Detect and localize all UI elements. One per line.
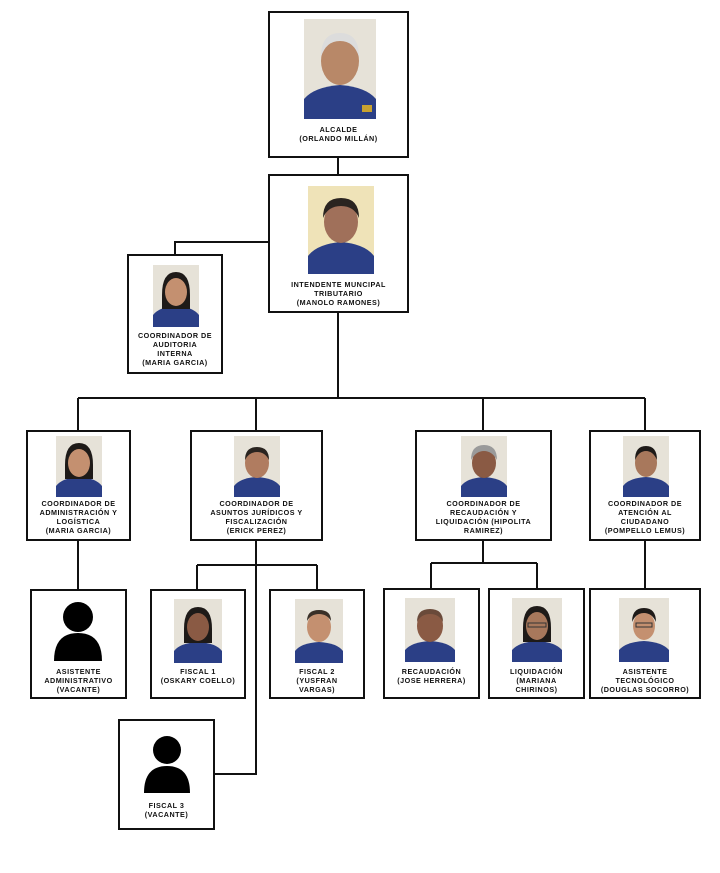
- juridicos-title-1: COORDINADOR DE: [219, 499, 294, 508]
- node-alcalde: ALCALDE (ORLANDO MILLÁN): [268, 11, 409, 158]
- intendente-name: (MANOLO RAMONES): [296, 298, 381, 307]
- administracion-title-1: COORDINADOR DE: [41, 499, 116, 508]
- node-liquidacion: LIQUIDACIÓN (MARIANA CHIRINOS): [488, 588, 585, 699]
- alcalde-title: ALCALDE: [319, 125, 358, 134]
- photo-icon: [623, 436, 669, 497]
- asistente-admin-label: ASISTENTE ADMINISTRATIVO (VACANTE): [32, 667, 125, 694]
- node-fiscal2: FISCAL 2 (YUSFRAN VARGAS): [269, 589, 365, 699]
- recaudacion-coord-title-2: RECAUDACIÓN Y: [449, 508, 518, 517]
- alcalde-name: (ORLANDO MILLÁN): [299, 134, 378, 143]
- photo-icon: [295, 599, 343, 663]
- atencion-name: (POMPELLO LEMUS): [604, 526, 686, 535]
- connector-juridicos-fiscal3: [214, 565, 257, 775]
- recaudacion-coord-name: RAMIREZ): [463, 526, 504, 535]
- fiscal2-title: FISCAL 2: [299, 667, 335, 676]
- asistente-tec-name: (DOUGLAS SOCORRO): [600, 685, 690, 694]
- photo-icon: [461, 436, 507, 497]
- node-fiscal1: FISCAL 1 (OSKARY COELLO): [150, 589, 246, 699]
- liquidacion-name-1: (MARIANA: [516, 676, 557, 685]
- fiscal2-name-2: VARGAS): [298, 685, 336, 694]
- fiscal2-label: FISCAL 2 (YUSFRAN VARGAS): [271, 667, 363, 694]
- auditoria-title-1: COORDINADOR DE: [137, 331, 213, 340]
- administracion-label: COORDINADOR DE ADMINISTRACIÓN Y LOGÍSTIC…: [28, 499, 129, 535]
- administracion-title-3: LOGÍSTICA: [56, 517, 101, 526]
- photo-icon: [619, 598, 669, 662]
- fiscal1-title: FISCAL 1: [180, 667, 216, 676]
- asistente-tec-title-2: TECNOLÓGICO: [615, 676, 675, 685]
- photo-icon: [56, 436, 102, 497]
- fiscal3-title: FISCAL 3: [148, 801, 185, 810]
- photo-icon: [174, 599, 222, 663]
- person-silhouette-icon: [142, 733, 192, 793]
- photo-icon: [405, 598, 455, 662]
- juridicos-name: (ERICK PEREZ): [226, 526, 287, 535]
- juridicos-title-3: FISCALIZACIÓN: [225, 517, 288, 526]
- auditoria-title-3: INTERNA: [157, 349, 193, 358]
- atencion-title-1: COORDINADOR DE: [607, 499, 683, 508]
- fiscal2-name-1: (YUSFRAN: [296, 676, 338, 685]
- administracion-name: (MARIA GARCIA): [45, 526, 112, 535]
- node-recaudacion: RECAUDACIÓN (JOSE HERRERA): [383, 588, 480, 699]
- photo-icon: [234, 436, 280, 497]
- recaudacion-coord-title-3: LIQUIDACIÓN (HIPOLITA: [435, 517, 532, 526]
- intendente-label: INTENDENTE MUNCIPAL TRIBUTARIO (MANOLO R…: [270, 280, 407, 307]
- node-recaudacion-coord: COORDINADOR DE RECAUDACIÓN Y LIQUIDACIÓN…: [415, 430, 552, 541]
- recaudacion-name: (JOSE HERRERA): [397, 676, 466, 685]
- atencion-title-2: ATENCIÓN AL: [618, 508, 672, 517]
- photo-icon: [153, 265, 199, 327]
- liquidacion-title: LIQUIDACIÓN: [509, 667, 563, 676]
- intendente-title-2: TRIBUTARIO: [314, 289, 363, 298]
- fiscal3-name: (VACANTE): [144, 810, 189, 819]
- fiscal3-label: FISCAL 3 (VACANTE): [120, 801, 213, 819]
- atencion-label: COORDINADOR DE ATENCIÓN AL CIUDADANO (PO…: [591, 499, 699, 535]
- node-intendente: INTENDENTE MUNCIPAL TRIBUTARIO (MANOLO R…: [268, 174, 409, 313]
- connector-intendente-auditoria: [174, 241, 268, 254]
- node-atencion: COORDINADOR DE ATENCIÓN AL CIUDADANO (PO…: [589, 430, 701, 541]
- asistente-tec-title-1: ASISTENTE: [622, 667, 668, 676]
- liquidacion-label: LIQUIDACIÓN (MARIANA CHIRINOS): [490, 667, 583, 694]
- recaudacion-coord-label: COORDINADOR DE RECAUDACIÓN Y LIQUIDACIÓN…: [417, 499, 550, 535]
- asistente-admin-title-2: ADMINISTRATIVO: [44, 676, 113, 685]
- intendente-title-1: INTENDENTE MUNCIPAL: [291, 280, 386, 289]
- node-asistente-admin: ASISTENTE ADMINISTRATIVO (VACANTE): [30, 589, 127, 699]
- photo-icon: [304, 19, 376, 119]
- photo-icon: [308, 186, 374, 274]
- person-silhouette-icon: [52, 599, 104, 661]
- auditoria-label: COORDINADOR DE AUDITORIA INTERNA (MARIA …: [129, 331, 221, 367]
- node-fiscal3: FISCAL 3 (VACANTE): [118, 719, 215, 830]
- asistente-tec-label: ASISTENTE TECNOLÓGICO (DOUGLAS SOCORRO): [591, 667, 699, 694]
- asistente-admin-title-1: ASISTENTE: [56, 667, 101, 676]
- fiscal1-name: (OSKARY COELLO): [160, 676, 236, 685]
- fiscal1-label: FISCAL 1 (OSKARY COELLO): [152, 667, 244, 685]
- node-asistente-tec: ASISTENTE TECNOLÓGICO (DOUGLAS SOCORRO): [589, 588, 701, 699]
- recaudacion-coord-title-1: COORDINADOR DE: [446, 499, 521, 508]
- recaudacion-label: RECAUDACIÓN (JOSE HERRERA): [385, 667, 478, 685]
- node-juridicos: COORDINADOR DE ASUNTOS JURÍDICOS Y FISCA…: [190, 430, 323, 541]
- node-administracion: COORDINADOR DE ADMINISTRACIÓN Y LOGÍSTIC…: [26, 430, 131, 541]
- liquidacion-name-2: CHIRINOS): [515, 685, 558, 694]
- administracion-title-2: ADMINISTRACIÓN Y: [39, 508, 118, 517]
- node-auditoria: COORDINADOR DE AUDITORIA INTERNA (MARIA …: [127, 254, 223, 374]
- juridicos-label: COORDINADOR DE ASUNTOS JURÍDICOS Y FISCA…: [192, 499, 321, 535]
- recaudacion-title: RECAUDACIÓN: [401, 667, 462, 676]
- atencion-title-3: CIUDADANO: [620, 517, 670, 526]
- auditoria-title-2: AUDITORIA: [152, 340, 198, 349]
- auditoria-name: (MARIA GARCIA): [142, 358, 208, 367]
- alcalde-label: ALCALDE (ORLANDO MILLÁN): [270, 125, 407, 143]
- photo-icon: [512, 598, 562, 662]
- asistente-admin-name: (VACANTE): [56, 685, 101, 694]
- juridicos-title-2: ASUNTOS JURÍDICOS Y: [210, 508, 303, 517]
